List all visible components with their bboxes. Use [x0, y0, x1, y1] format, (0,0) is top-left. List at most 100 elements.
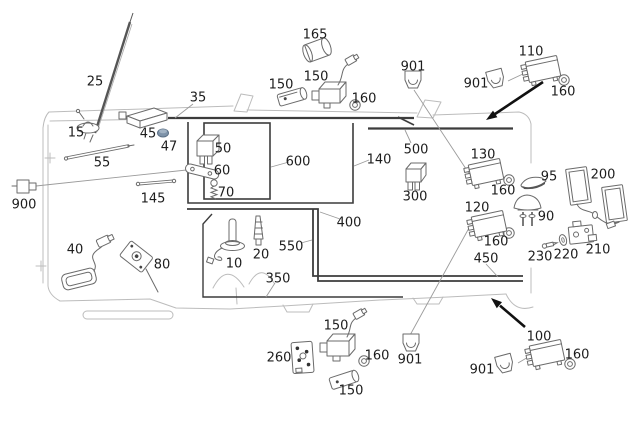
part-label-40: 40 [67, 243, 84, 258]
part-300-relay [405, 162, 427, 191]
part-label-95: 95 [541, 170, 558, 185]
part-230-screw [541, 241, 559, 249]
part-label-160: 160 [491, 184, 516, 199]
part-label-450: 450 [474, 252, 499, 267]
part-label-20: 20 [253, 248, 270, 263]
part-901-connector [404, 70, 422, 89]
part-50-module [196, 134, 220, 165]
part-label-120: 120 [465, 201, 490, 216]
part-150-cylinder-module-top [276, 87, 308, 107]
part-label-150: 150 [324, 319, 349, 334]
part-47-cap [157, 128, 169, 138]
part-label-160: 160 [365, 349, 390, 364]
part-145-antenna-rod [135, 178, 177, 187]
part-160-nut [564, 358, 576, 370]
part-95-antenna-cover [520, 176, 547, 190]
part-110-amplifier [520, 55, 562, 87]
part-label-110: 110 [519, 45, 544, 60]
part-10-antenna-base-cable [205, 218, 245, 265]
part-label-160: 160 [551, 85, 576, 100]
part-label-901: 901 [470, 363, 495, 378]
part-150-module-with-cable-top [311, 53, 360, 109]
part-901-connector [494, 352, 513, 374]
part-label-900: 900 [12, 198, 37, 213]
part-165-sleeve [302, 37, 332, 63]
part-150-cylinder-module-bottom [328, 369, 360, 390]
harness-box-140 [187, 122, 354, 204]
part-label-10: 10 [226, 257, 243, 272]
harness-box-600 [203, 122, 271, 200]
part-label-15: 15 [68, 126, 85, 141]
pointer-arrow-sill [491, 298, 526, 328]
part-label-35: 35 [190, 91, 207, 106]
part-label-350: 350 [266, 272, 291, 287]
part-901-connector [402, 333, 420, 352]
part-80-module-board [119, 240, 159, 293]
part-label-55: 55 [94, 156, 111, 171]
leader-lines [35, 72, 531, 364]
part-label-160: 160 [484, 235, 509, 250]
part-120-amplifier [466, 210, 508, 242]
part-label-145: 145 [141, 192, 166, 207]
part-label-50: 50 [215, 142, 232, 157]
part-label-260: 260 [267, 351, 292, 366]
part-40-gps-antenna [61, 234, 115, 291]
part-90-roof-antenna [513, 194, 542, 226]
part-label-160: 160 [565, 348, 590, 363]
part-55-antenna-rod [63, 144, 135, 161]
harness-path-400 [187, 208, 523, 282]
part-label-25: 25 [87, 75, 104, 90]
part-label-230: 230 [528, 250, 553, 265]
part-label-60: 60 [214, 164, 231, 179]
part-20-antenna-mast-stub [253, 215, 264, 246]
part-label-901: 901 [398, 353, 423, 368]
harness-path-350 [202, 213, 403, 298]
part-label-140: 140 [367, 153, 392, 168]
part-label-165: 165 [303, 28, 328, 43]
part-200-bracket-plates [565, 166, 628, 230]
part-label-45: 45 [140, 127, 157, 142]
part-label-150: 150 [339, 384, 364, 399]
part-45-control-module [118, 107, 168, 129]
part-160-nut [358, 355, 370, 367]
part-220-grommet [558, 234, 568, 246]
part-160-nut [558, 74, 570, 86]
part-label-70: 70 [218, 186, 235, 201]
part-100-amplifier [524, 339, 566, 371]
part-label-901: 901 [401, 60, 426, 75]
part-130-amplifier [463, 158, 505, 190]
part-900-connector [11, 179, 37, 194]
part-label-210: 210 [586, 243, 611, 258]
part-label-150: 150 [304, 70, 329, 85]
part-15-antenna-base [75, 108, 100, 140]
vehicle-outline [35, 93, 534, 320]
part-60-bracket [184, 163, 220, 180]
harness-lines [168, 116, 523, 298]
part-label-150: 150 [269, 78, 294, 93]
part-label-200: 200 [591, 168, 616, 183]
part-label-80: 80 [154, 258, 171, 273]
part-210-bracket [567, 220, 598, 245]
part-label-901: 901 [464, 77, 489, 92]
part-label-600: 600 [286, 155, 311, 170]
part-label-160: 160 [352, 92, 377, 107]
part-label-300: 300 [403, 190, 428, 205]
part-260-mounting-plate [290, 340, 315, 375]
part-label-90: 90 [538, 210, 555, 225]
part-label-130: 130 [471, 148, 496, 163]
harness-line-35-end [397, 116, 415, 126]
part-901-connector [485, 67, 504, 89]
part-label-550: 550 [279, 240, 304, 255]
part-70-screw [209, 179, 219, 200]
harness-path-550 [312, 209, 523, 277]
part-160-nut [503, 174, 515, 186]
part-label-400: 400 [337, 216, 362, 231]
part-label-500: 500 [404, 143, 429, 158]
part-160-nut [349, 99, 361, 111]
part-25-antenna-mast [89, 12, 134, 143]
part-label-220: 220 [554, 248, 579, 263]
part-label-100: 100 [527, 330, 552, 345]
